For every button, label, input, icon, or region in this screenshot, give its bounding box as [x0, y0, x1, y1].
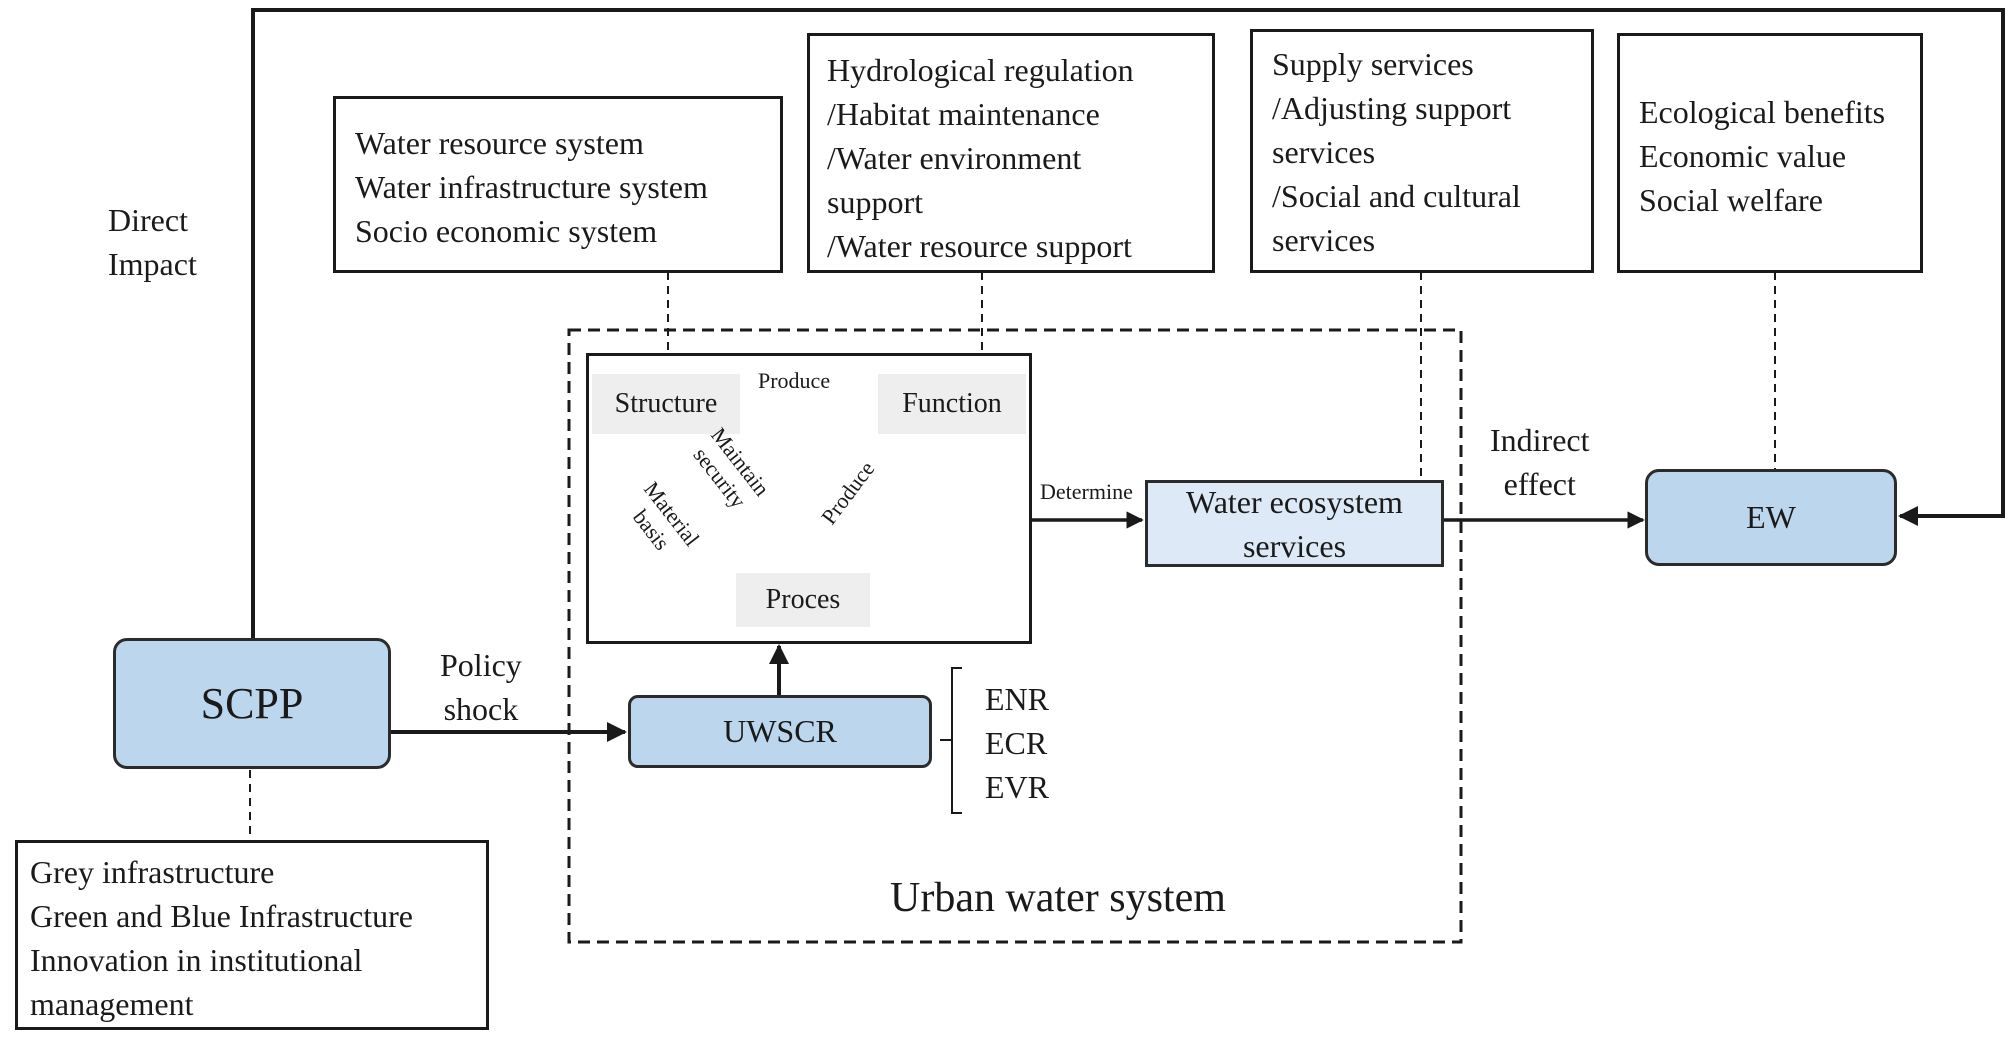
benefits-item: Ecological benefits — [1639, 94, 1886, 130]
structure-systems-box: Water resource system Water infrastructu… — [333, 96, 783, 273]
ew-node: EW — [1645, 469, 1897, 566]
services-item: /Adjusting support — [1272, 90, 1512, 126]
uwscr-bracket — [940, 667, 962, 814]
infrastructure-item: Innovation in institutional — [30, 942, 363, 978]
direct-impact-line-2: Impact — [108, 246, 197, 282]
systems-item: Water infrastructure system — [355, 169, 708, 205]
process-node: Proces — [736, 573, 870, 627]
functions-box: Hydrological regulation /Habitat mainten… — [807, 33, 1215, 273]
produce-top-label: Produce — [758, 368, 831, 393]
component-evr: EVR — [985, 769, 1049, 805]
ew-text: EW — [1746, 499, 1796, 535]
direct-impact-line-1: Direct — [108, 202, 188, 238]
scpp-node: SCPP — [113, 638, 391, 769]
water-ecosystem-services-text: Water ecosystem services — [1186, 480, 1403, 568]
services-item: Supply services — [1272, 46, 1474, 82]
infrastructure-item: management — [30, 986, 194, 1022]
systems-item: Water resource system — [355, 125, 644, 161]
infrastructure-item: Grey infrastructure — [30, 854, 275, 890]
component-ecr: ECR — [985, 725, 1048, 761]
benefits-item: Economic value — [1639, 138, 1847, 174]
functions-item: Hydrological regulation — [827, 52, 1134, 88]
structure-node: Structure — [592, 374, 740, 434]
determine-label: Determine — [1040, 479, 1133, 504]
infrastructure-box: Grey infrastructure Green and Blue Infra… — [15, 840, 489, 1030]
benefits-item: Social welfare — [1639, 182, 1823, 218]
functions-item: /Habitat maintenance — [827, 96, 1100, 132]
urban-water-system-region — [567, 328, 1463, 944]
policy-line: Policy — [440, 647, 522, 683]
services-item: services — [1272, 222, 1376, 258]
wes-line-1: Water ecosystem — [1186, 483, 1403, 520]
policy-shock-label: Policy shock — [440, 643, 522, 731]
indirect-effect-label: Indirect effect — [1490, 418, 1590, 506]
infrastructure-item: Green and Blue Infrastructure — [30, 898, 413, 934]
functions-item: /Water environment — [827, 140, 1082, 176]
direct-impact-connector — [251, 8, 2005, 638]
scpp-text: SCPP — [200, 679, 304, 728]
component-enr: ENR — [985, 681, 1049, 717]
systems-item: Socio economic system — [355, 213, 658, 249]
services-item: /Social and cultural — [1272, 178, 1521, 214]
benefits-box: Ecological benefits Economic value Socia… — [1617, 33, 1923, 273]
water-ecosystem-services-node: Water ecosystem services — [1145, 480, 1444, 567]
uwscr-text: UWSCR — [723, 713, 837, 749]
uwscr-components: ENR ECR EVR — [985, 677, 1049, 809]
services-item: services — [1272, 134, 1376, 170]
indirect-line-1: Indirect — [1490, 422, 1590, 458]
function-node: Function — [878, 374, 1026, 434]
services-box: Supply services /Adjusting support servi… — [1250, 29, 1594, 273]
shock-line: shock — [443, 691, 519, 727]
indirect-line-2: effect — [1503, 466, 1576, 502]
urban-water-system-label: Urban water system — [890, 875, 1226, 921]
functions-item: /Water resource support — [827, 228, 1132, 264]
wes-line-2: services — [1242, 527, 1347, 564]
functions-item: support — [827, 184, 923, 220]
uwscr-node: UWSCR — [628, 695, 932, 768]
direct-impact-label: Direct Impact — [108, 198, 197, 286]
